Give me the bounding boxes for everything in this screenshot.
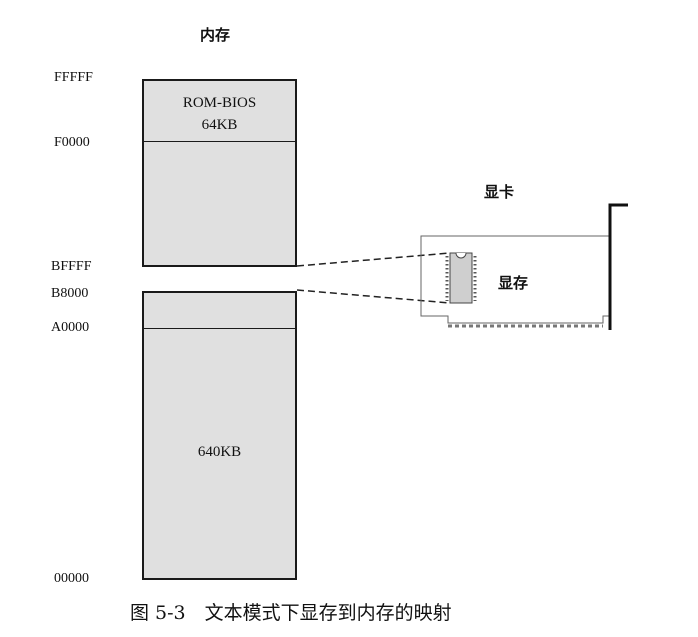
figure-caption: 图 5-3 文本模式下显存到内存的映射 — [130, 602, 452, 624]
rom-bios-label: ROM-BIOS 64KB — [143, 92, 296, 136]
vram-map-divider — [143, 328, 296, 329]
lower-memory-block — [142, 291, 297, 580]
memory-title: 内存 — [200, 26, 231, 44]
mapping-line-top — [296, 252, 451, 267]
mapping-line-bottom — [296, 289, 451, 304]
card-bracket — [608, 203, 628, 330]
address-00000: 00000 — [54, 571, 89, 586]
address-b8000: B8000 — [51, 286, 89, 301]
video-card-board — [420, 235, 610, 324]
rom-divider — [143, 141, 296, 142]
address-f0000: F0000 — [54, 135, 90, 150]
upper-memory-block — [142, 79, 297, 267]
address-bffff: BFFFF — [51, 259, 92, 274]
rom-bios-size: 64KB — [201, 117, 238, 133]
rom-bios-name: ROM-BIOS — [182, 95, 257, 111]
address-a0000: A0000 — [51, 320, 90, 335]
vram-label: 显存 — [498, 274, 529, 292]
ram-size-label: 640KB — [197, 444, 242, 460]
vram-chip-icon — [445, 252, 477, 304]
video-card-title: 显卡 — [484, 183, 515, 201]
address-fffff: FFFFF — [54, 70, 93, 85]
